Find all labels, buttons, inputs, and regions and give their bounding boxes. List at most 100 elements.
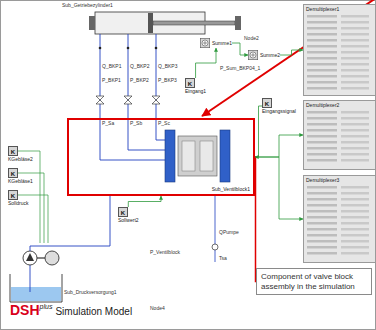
tank-fluid xyxy=(11,287,61,301)
demux-row xyxy=(341,147,369,150)
sum-circle xyxy=(250,52,256,58)
signal-name: P_BKP3 xyxy=(158,78,177,83)
block-symbol-text: K xyxy=(262,98,272,108)
signal-name: QPumpe xyxy=(219,230,239,235)
demux-row xyxy=(307,81,337,84)
sum-circle xyxy=(202,40,208,46)
demux-row xyxy=(341,75,369,78)
block-text: KGebläse1 xyxy=(8,179,33,184)
demux-rows xyxy=(306,185,373,257)
signal-name: P_BKP1 xyxy=(102,78,121,83)
demux-row xyxy=(341,141,369,144)
junction-dot xyxy=(127,47,130,50)
part-name: Sub_Getriebezylinder1 xyxy=(62,3,113,8)
block-symbol-text: K xyxy=(185,78,195,88)
demux-row xyxy=(307,21,337,24)
demux-row xyxy=(341,111,369,114)
demux-row xyxy=(307,51,337,54)
demux-rows xyxy=(306,110,373,164)
demux-row xyxy=(341,45,369,48)
block-name: Summe2 xyxy=(260,53,280,58)
signal-connector xyxy=(196,48,216,78)
block-symbol-text: K xyxy=(8,190,18,200)
sum-cross xyxy=(251,53,255,57)
demux-row xyxy=(307,159,337,162)
demux-row xyxy=(307,246,337,249)
demux-row xyxy=(341,246,369,249)
sum-symbol xyxy=(248,50,258,60)
block-frame xyxy=(200,38,209,47)
callout-box: Component of valve block assembly in the… xyxy=(256,268,372,295)
demux-row xyxy=(307,45,337,48)
demux-row xyxy=(307,147,337,150)
constant-block: KEingang1 xyxy=(185,78,206,94)
demux-row xyxy=(341,123,369,126)
sum-symbol xyxy=(200,38,210,48)
block-name: Demultiplexer3 xyxy=(306,178,373,183)
pump-symbol xyxy=(23,251,37,265)
block-text: Sollwert2 xyxy=(118,218,139,223)
block-text: Solldruck xyxy=(8,201,29,206)
signal-wire xyxy=(18,151,48,243)
hydraulic-line xyxy=(128,34,165,150)
demux-row xyxy=(307,27,337,30)
demux-row xyxy=(307,204,337,207)
brand-suffix: plus xyxy=(40,303,53,310)
demux-row xyxy=(341,252,369,255)
demux-row xyxy=(341,186,369,189)
throttle-symbol xyxy=(124,96,132,104)
pressure-line xyxy=(30,196,110,251)
demultiplexer-panel: Demultiplexer2 xyxy=(303,100,376,170)
demux-row xyxy=(307,111,337,114)
block-text: Eingangssignal xyxy=(262,109,296,114)
demux-row xyxy=(307,39,337,42)
demux-row xyxy=(307,240,337,243)
signal-connector xyxy=(255,157,303,219)
demux-row xyxy=(341,81,369,84)
demux-row xyxy=(307,234,337,237)
demux-row xyxy=(307,33,337,36)
valve-chamber xyxy=(182,141,195,171)
block-symbol-text: K xyxy=(8,168,18,178)
block-text: Eingang1 xyxy=(185,89,206,94)
sum-block: Summe2 xyxy=(248,50,280,60)
signal-connector xyxy=(232,43,248,55)
demux-row xyxy=(341,39,369,42)
block-frame xyxy=(248,50,257,59)
callout-text: Component of valve block assembly in the… xyxy=(261,272,367,291)
throttle-symbol xyxy=(96,96,104,104)
demux-row xyxy=(307,210,337,213)
valve-spool xyxy=(165,130,175,182)
node-name: Node2 xyxy=(244,36,259,41)
block-symbol-text: K xyxy=(118,207,128,217)
demultiplexer-panel: Demultiplexer1 xyxy=(303,4,376,96)
demux-row xyxy=(307,192,337,195)
demux-row xyxy=(307,117,337,120)
node-name: Node4 xyxy=(150,306,165,311)
valve-spool xyxy=(220,130,230,182)
constant-block: KKGebläse1 xyxy=(8,168,33,184)
demux-row xyxy=(341,129,369,132)
brand-logo: DSH xyxy=(10,303,40,317)
piston xyxy=(148,13,153,33)
constant-block: KKGebläse2 xyxy=(8,146,33,162)
demux-row xyxy=(341,210,369,213)
demux-row xyxy=(341,198,369,201)
demux-row xyxy=(307,15,337,18)
sum-cross xyxy=(203,41,207,45)
demux-row xyxy=(307,75,337,78)
valve-block-region: Sub_Ventilblock1 xyxy=(67,118,255,196)
demux-row xyxy=(307,186,337,189)
rod-end xyxy=(235,16,241,30)
sum-block: Summe1 xyxy=(200,38,232,48)
constant-block: KEingangssignal xyxy=(262,98,296,114)
tank xyxy=(10,274,62,302)
throttle-symbol xyxy=(152,96,160,104)
valve-body xyxy=(178,136,217,176)
pump-triangle xyxy=(26,253,34,261)
signal-name: P_BKP2 xyxy=(130,78,149,83)
port-name: P_Sc xyxy=(158,121,170,126)
demux-row xyxy=(307,228,337,231)
sensor-symbol xyxy=(212,244,218,250)
port-name: P_Sb xyxy=(130,121,142,126)
